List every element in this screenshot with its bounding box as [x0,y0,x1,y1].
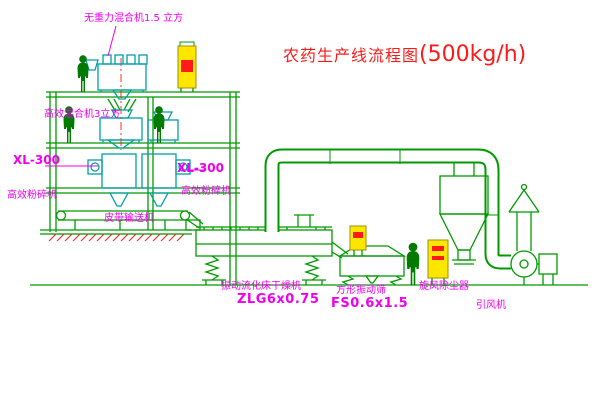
label-screen-model: FS0.6x1.5 [331,296,409,311]
pulverizer-left [87,153,137,207]
cyclone-separator [438,163,490,265]
control-cabinet-right [427,239,449,285]
worker-figure-ground [406,242,420,286]
exhaust-duct [264,148,511,270]
label-belt-conveyor: 皮带输送机 [104,213,154,224]
label-vibrating-screen: 方形振动筛 [336,285,386,296]
title-text: 农药生产线流程图 [283,46,420,65]
label-mill-left-model: XL-300 [13,153,60,167]
control-cabinet-screen [349,225,367,256]
ground-hatch [48,233,185,242]
building-frame [40,91,240,285]
exhaust-stack [508,183,540,251]
label-leader-lines [45,25,205,171]
label-mill-right: 高效粉碎机 [181,186,231,197]
label-fluid-bed-dryer: 振动流化床干燥机 [221,281,301,292]
label-high-efficiency-mixer: 高效混合机3立方 [44,109,121,120]
gravity-free-mixer [85,54,148,100]
title-capacity: (500kg/h) [419,42,527,67]
induced-draft-fan [510,250,558,285]
label-mill-right-model: XL-300 [177,161,224,175]
high-efficiency-mixer [99,109,143,149]
label-dryer-model: ZLG6x0.75 [237,292,320,307]
pulverizer-right [141,153,191,207]
vibrating-screen [337,245,407,286]
control-cabinet-top [177,41,197,92]
label-mill-left: 高效粉碎机 [7,190,57,201]
drawing-title: 农药生产线流程图 (500kg/h) [283,42,526,67]
label-fan: 引风机 [476,300,506,311]
label-cyclone: 旋风除尘器 [419,281,469,292]
label-gravity-free-mixer: 无重力混合机1.5 立方 [84,13,184,24]
